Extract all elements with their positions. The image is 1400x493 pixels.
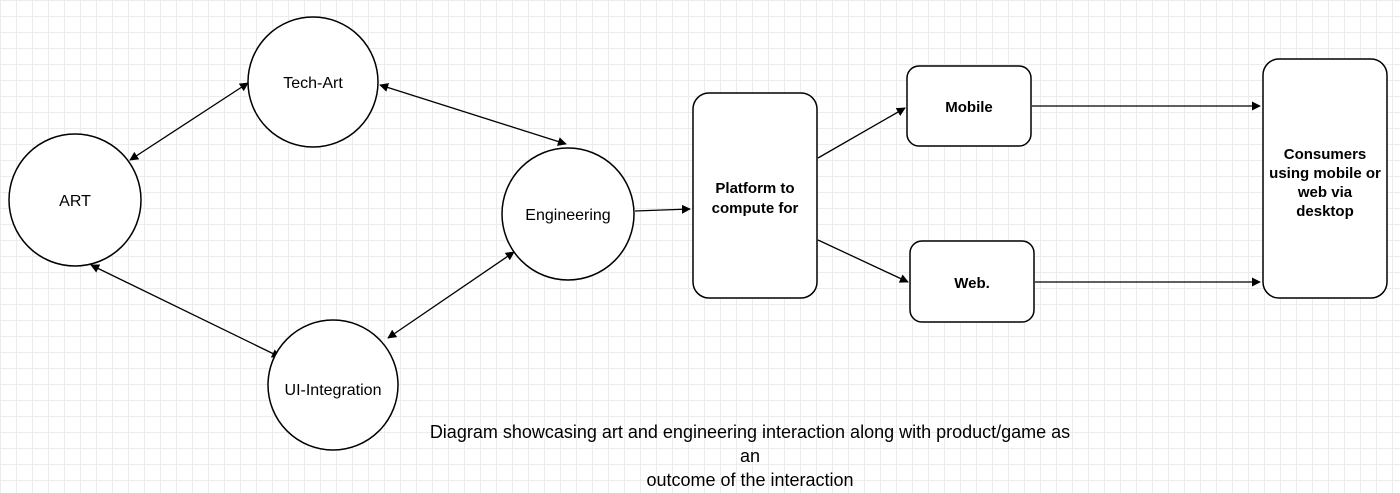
edge-uiintegration-engineering <box>387 251 515 339</box>
node-web-label: Web. <box>954 275 990 292</box>
edge-platform-web <box>817 239 909 283</box>
edge-platform-mobile <box>817 107 906 159</box>
node-ui-integration[interactable]: UI-Integration <box>267 319 399 451</box>
edge-engineering-platform <box>634 204 691 214</box>
node-engineering-label: Engineering <box>525 207 610 224</box>
node-ui-integration-label: UI-Integration <box>285 382 382 399</box>
node-platform[interactable]: Platform to compute for <box>692 92 818 299</box>
node-web[interactable]: Web. <box>909 240 1035 323</box>
node-mobile[interactable]: Mobile <box>906 65 1032 147</box>
caption-line-1: Diagram showcasing art and engineering i… <box>429 422 1071 466</box>
node-consumers-label-line3: web via <box>1297 184 1353 201</box>
edge-art-uiintegration <box>90 264 281 358</box>
node-engineering[interactable]: Engineering <box>501 147 635 281</box>
node-platform-label-line1: Platform to <box>715 180 794 197</box>
diagram-caption: Diagram showcasing art and engineering i… <box>420 420 1080 492</box>
edge-art-techart <box>129 82 249 161</box>
node-consumers-label-line4: desktop <box>1296 203 1354 220</box>
node-consumers-label-line1: Consumers <box>1284 146 1367 163</box>
caption-line-2: outcome of the interaction <box>646 470 854 490</box>
node-tech-art-label: Tech-Art <box>283 75 343 92</box>
node-mobile-label: Mobile <box>945 99 993 116</box>
node-platform-label-line2: compute for <box>712 200 799 217</box>
node-art-label: ART <box>59 193 91 210</box>
node-consumers[interactable]: Consumers using mobile or web via deskto… <box>1262 58 1388 299</box>
node-consumers-label-line2: using mobile or <box>1269 165 1381 182</box>
node-art[interactable]: ART <box>8 133 142 267</box>
node-tech-art[interactable]: Tech-Art <box>247 16 379 148</box>
edge-techart-engineering <box>379 83 567 146</box>
